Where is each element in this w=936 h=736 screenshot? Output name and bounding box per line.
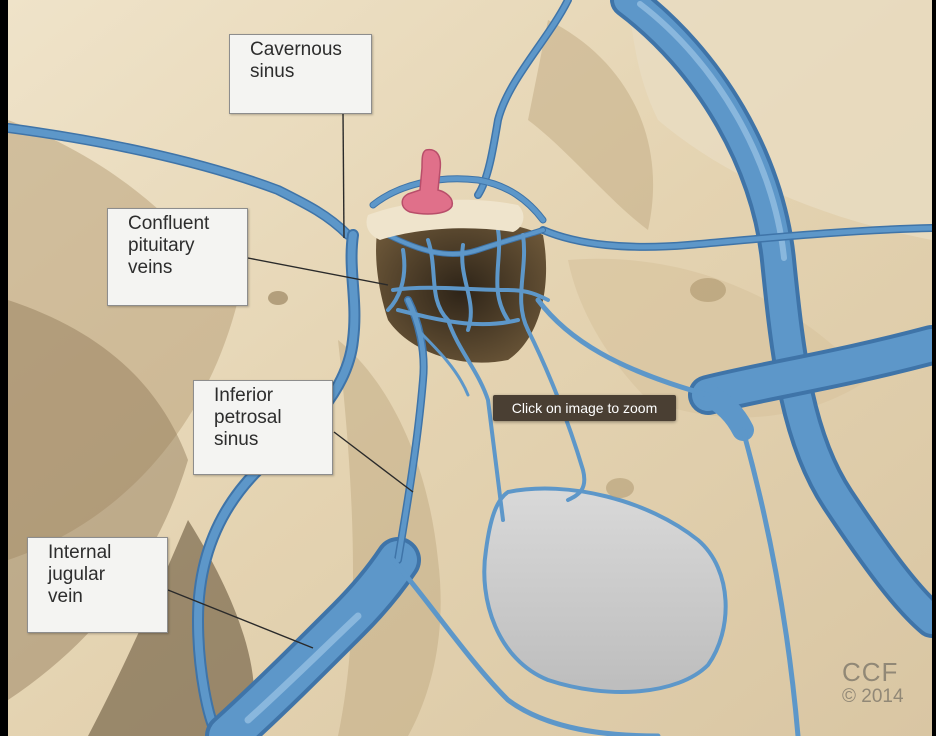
leader-lines [167,111,414,649]
label-confluent-pituitary-veins: Confluent pituitary veins [107,208,248,306]
bone-bump [606,478,634,498]
copyright-credit: CCF © 2014 [842,658,904,708]
credit-year: © 2014 [842,686,904,707]
upper-fold [528,20,654,230]
lower-left-shadow [88,520,255,736]
foramen-magnum [482,486,728,694]
left-shadow [8,120,238,560]
clivus-shade [338,340,441,736]
credit-ccf: CCF [842,657,899,687]
pituitary-stalk [401,148,454,215]
zoom-tooltip: Click on image to zoom [493,395,676,421]
label-inferior-petrosal-sinus: Inferior petrosal sinus [193,380,333,475]
label-cavernous-sinus: Cavernous sinus [229,34,372,114]
bone-foramen-left [268,291,288,305]
bone-foramen [690,278,726,302]
label-internal-jugular-vein: Internal jugular vein [27,537,168,633]
